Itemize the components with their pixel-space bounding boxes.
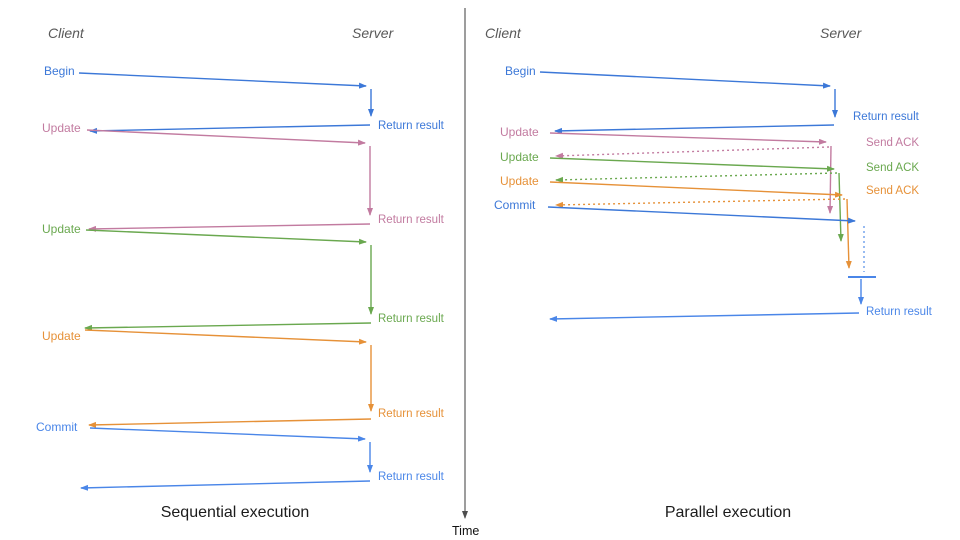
par-update2-ack-line	[555, 172, 838, 183]
par-update1-ack-line	[555, 146, 830, 159]
seq-commit-request-line	[89, 427, 366, 442]
seq-begin-label: Begin	[44, 64, 75, 78]
seq-update3-request-line	[84, 329, 367, 345]
seq-update2-return-line	[84, 322, 372, 331]
seq-begin-return-label: Return result	[378, 120, 444, 132]
seq-update1-request-line	[86, 129, 366, 146]
par-title: Parallel execution	[664, 504, 792, 521]
par-update2-label: Update	[500, 150, 539, 164]
seq-server-header: Server	[352, 25, 394, 41]
seq-update3-return-line	[88, 418, 372, 428]
par-begin-return-label: Return result	[853, 111, 919, 123]
seq-update1-return-label: Return result	[378, 214, 444, 226]
par-update3-request-line	[549, 181, 843, 198]
seq-update3-return-label: Return result	[378, 408, 444, 420]
par-update3-process-line	[845, 198, 852, 269]
seq-update3-label: Update	[42, 329, 81, 343]
seq-commit-label: Commit	[36, 420, 78, 434]
par-commit-request-line	[547, 206, 856, 224]
par-begin-request-line	[539, 71, 831, 89]
seq-begin-return-line	[89, 124, 371, 134]
seq-commit-return-label: Return result	[378, 471, 444, 483]
par-client-header: Client	[485, 25, 521, 41]
par-update3-label: Update	[500, 174, 539, 188]
seq-title: Sequential execution	[160, 504, 310, 521]
par-update3-ack-label: Send ACK	[866, 185, 920, 197]
par-update3-ack-line	[555, 198, 846, 208]
seq-update2-label: Update	[42, 222, 81, 236]
seq-client-header: Client	[48, 25, 84, 41]
seq-begin-request-line	[78, 72, 367, 89]
seq-commit-return-line	[80, 480, 371, 491]
par-commit-return-line	[549, 312, 860, 322]
par-begin-label: Begin	[505, 64, 536, 78]
par-server-header: Server	[820, 25, 862, 41]
par-update1-label: Update	[500, 125, 539, 139]
seq-update2-request-line	[85, 229, 367, 245]
par-update1-process-line	[827, 145, 834, 214]
par-commit-return-label: Return result	[866, 306, 932, 318]
par-update2-request-line	[549, 157, 835, 172]
time-axis-label: Time	[452, 524, 480, 538]
par-begin-return-line	[554, 124, 835, 134]
par-update2-ack-label: Send ACK	[866, 162, 920, 174]
par-update1-ack-label: Send ACK	[866, 137, 920, 149]
seq-update1-return-line	[88, 223, 371, 232]
seq-update2-return-label: Return result	[378, 313, 444, 325]
par-update1-request-line	[549, 132, 827, 145]
par-commit-label: Commit	[494, 198, 536, 212]
seq-update1-label: Update	[42, 121, 81, 135]
par-update2-process-line	[837, 172, 844, 242]
